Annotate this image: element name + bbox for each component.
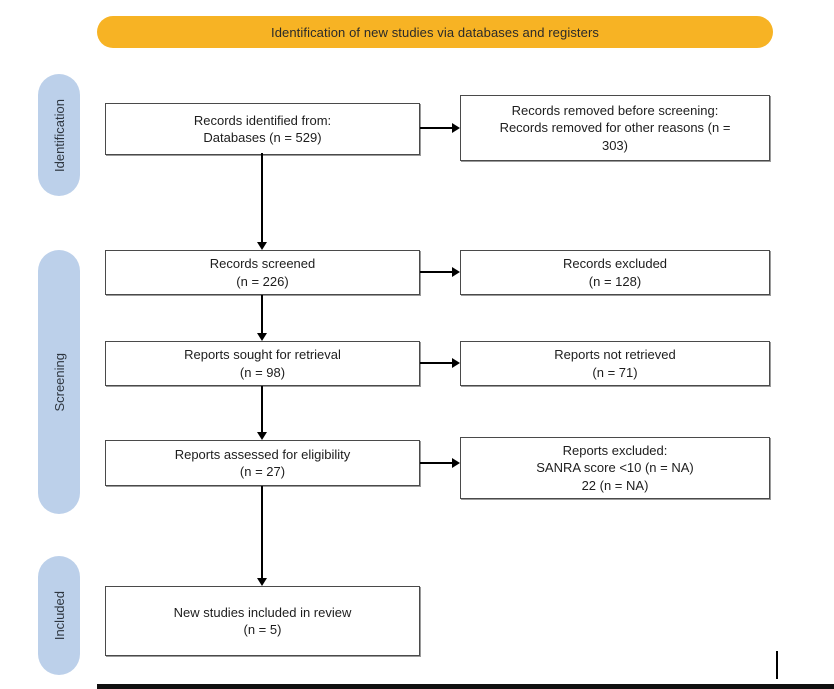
arrow-right-assessed-to-excluded <box>420 458 460 468</box>
stage-label-screening: Screening <box>38 250 80 514</box>
stage-label-text: Screening <box>51 352 67 412</box>
stage-label-text: Identification <box>51 98 67 172</box>
bottom-edge-bar <box>97 684 834 689</box>
box-reports-assessed: Reports assessed for eligibility(n = 27) <box>105 440 420 486</box>
stage-label-identification: Identification <box>38 74 80 196</box>
box-records-excluded: Records excluded(n = 128) <box>460 250 770 295</box>
arrow-down-identified-to-screened <box>257 153 267 250</box>
arrow-down-assessed-to-included <box>257 486 267 586</box>
arrow-right-identified-to-removed <box>420 123 460 133</box>
text-cursor-artifact <box>776 651 778 679</box>
box-records-identified: Records identified from:Databases (n = 5… <box>105 103 420 155</box>
box-reports-sought: Reports sought for retrieval(n = 98) <box>105 341 420 386</box>
box-records-screened: Records screened(n = 226) <box>105 250 420 295</box>
banner-identification-of-new-studies: Identification of new studies via databa… <box>97 16 773 48</box>
box-reports-excluded: Reports excluded:SANRA score <10 (n = NA… <box>460 437 770 499</box>
box-reports-not-retrieved: Reports not retrieved(n = 71) <box>460 341 770 386</box>
box-new-studies-included: New studies included in review(n = 5) <box>105 586 420 656</box>
arrow-right-sought-to-not-retrieved <box>420 358 460 368</box>
box-records-removed-before-screening: Records removed before screening:Records… <box>460 95 770 161</box>
arrow-right-screened-to-excluded <box>420 267 460 277</box>
stage-label-text: Included <box>51 590 67 641</box>
arrow-down-sought-to-assessed <box>257 386 267 440</box>
stage-label-included: Included <box>38 556 80 675</box>
arrow-down-screened-to-sought <box>257 295 267 341</box>
